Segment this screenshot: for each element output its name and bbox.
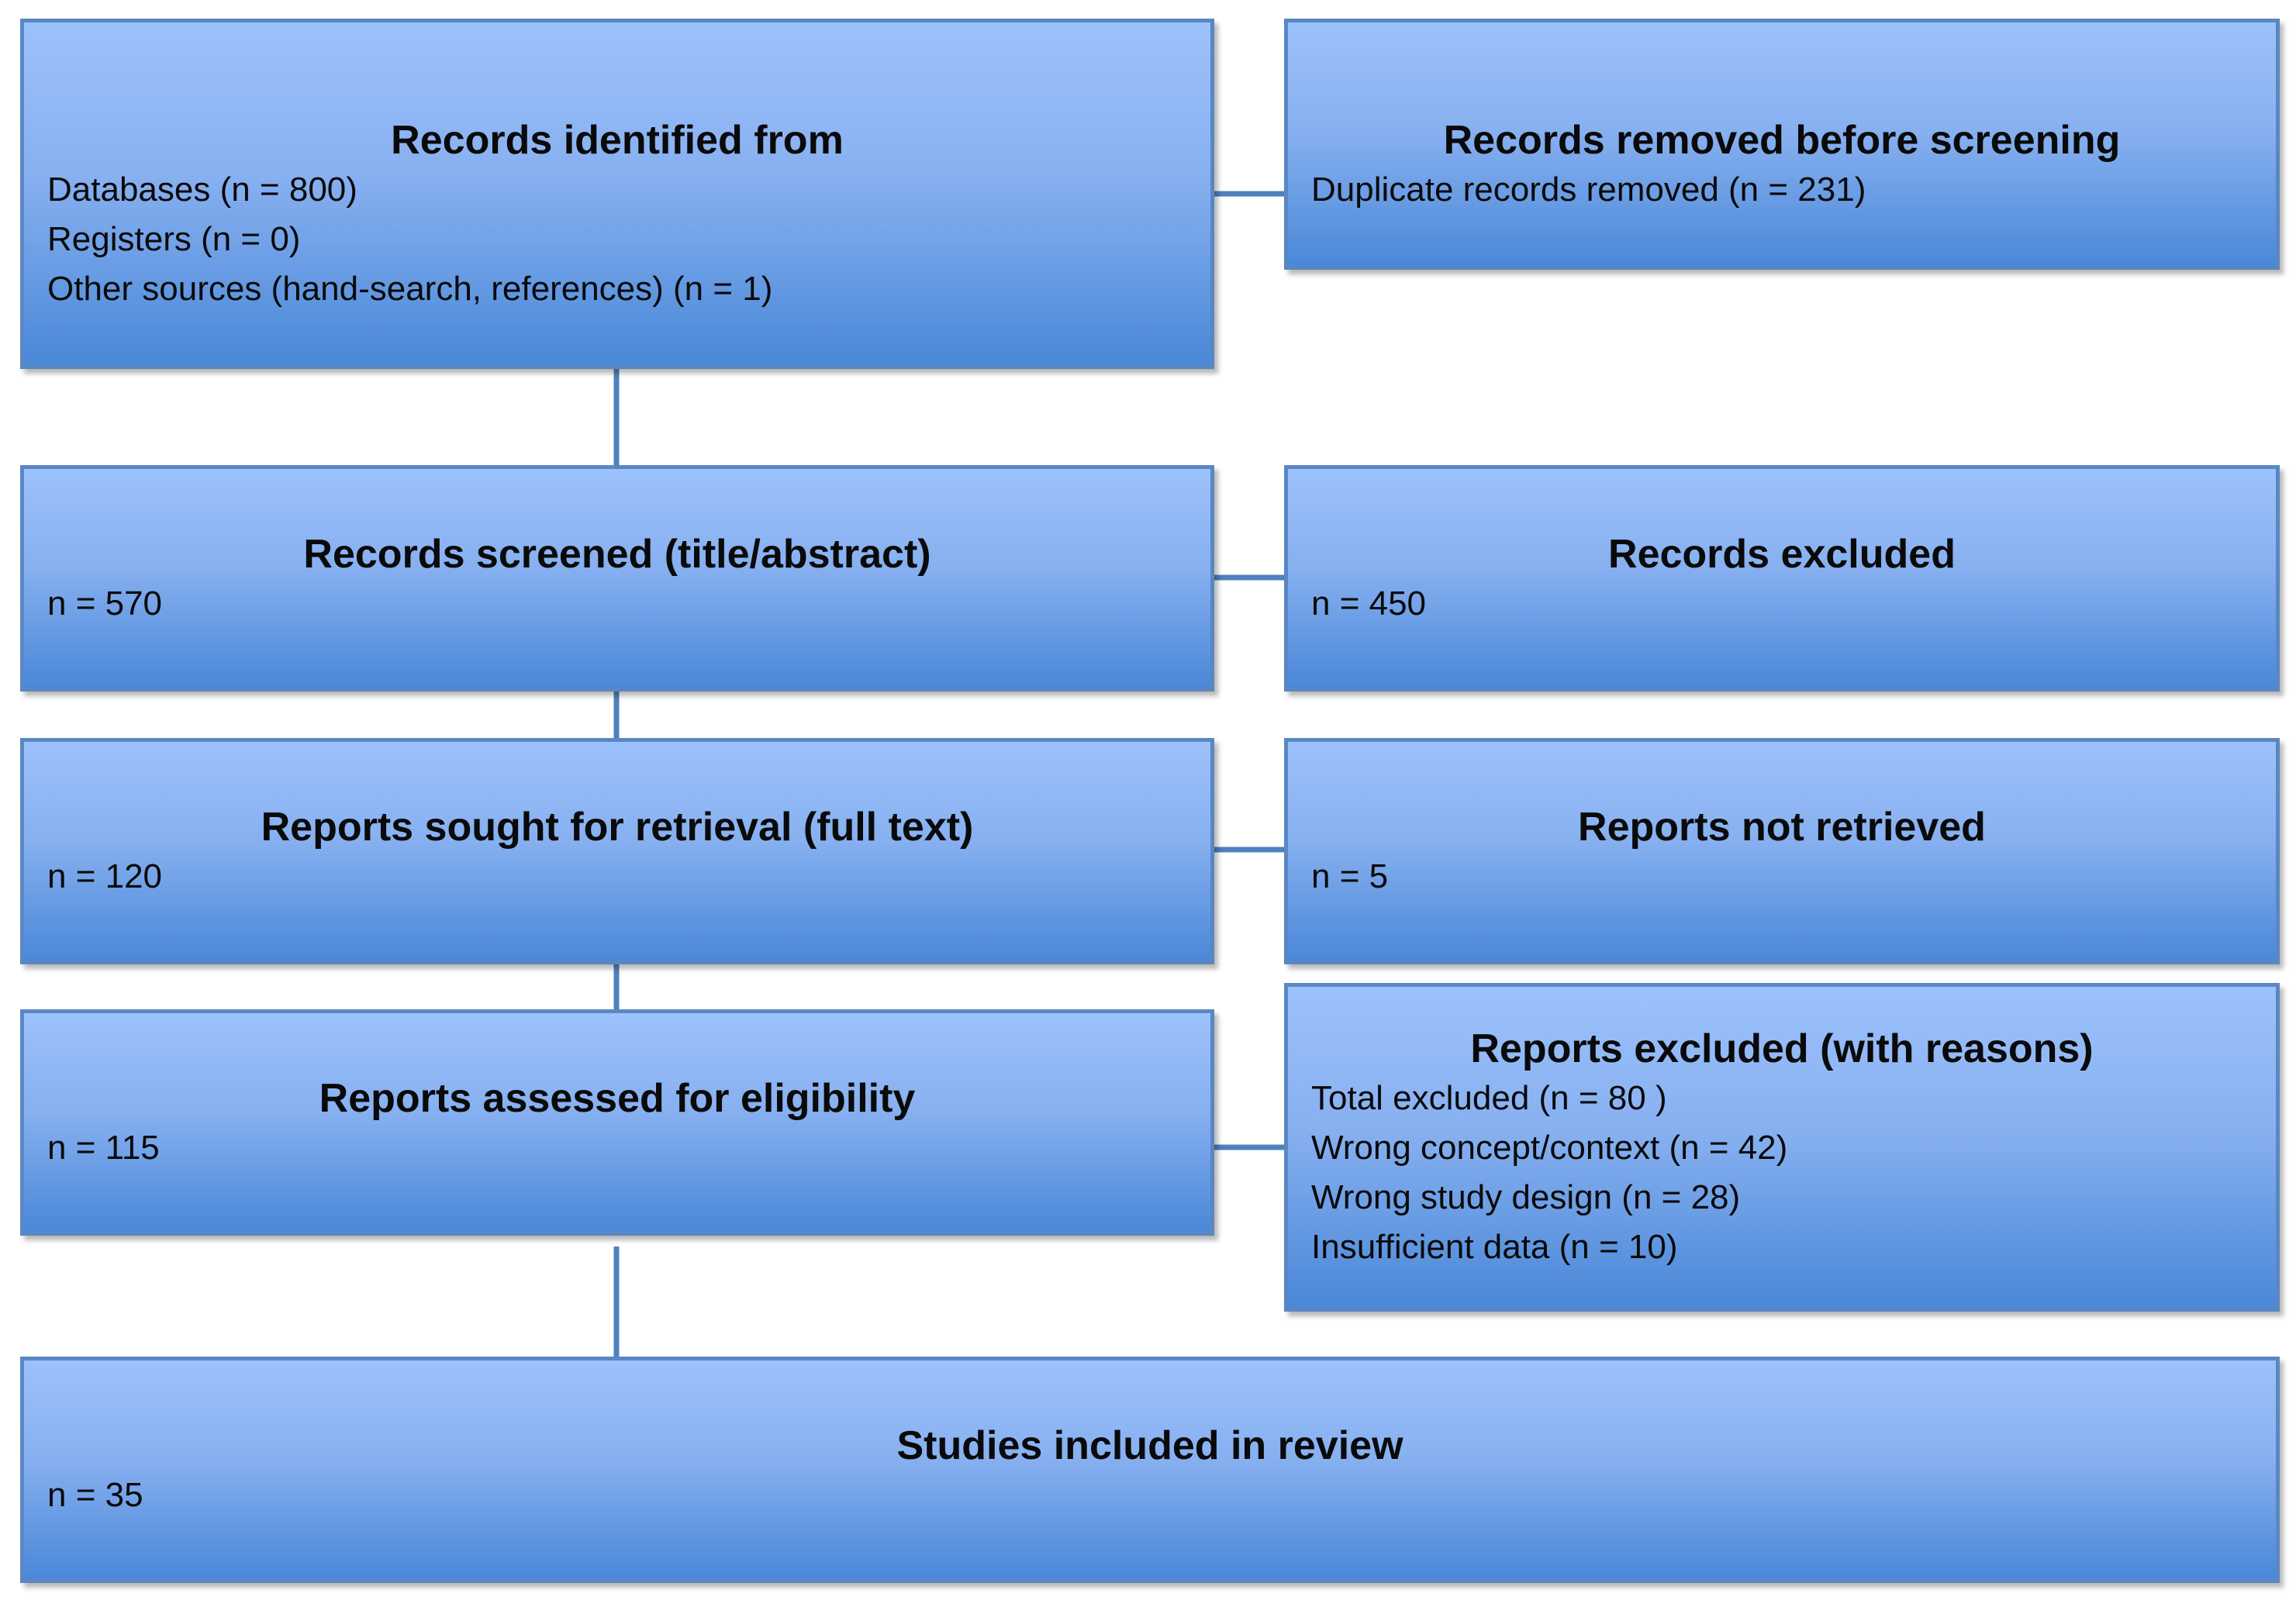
records-excluded-box: Records excluded n = 450 — [1284, 465, 2280, 691]
reports-sought-count: n = 120 — [47, 857, 163, 895]
records-excluded-title: Records excluded — [1608, 532, 1956, 577]
reports-excluded-title: Reports excluded (with reasons) — [1470, 1026, 2094, 1071]
reports-not-retrieved-count: n = 5 — [1311, 857, 1389, 895]
duplicates-removed-count: Duplicate records removed (n = 231) — [1311, 171, 1866, 209]
reports-sought-title: Reports sought for retrieval (full text) — [261, 805, 974, 850]
studies-included-box: Studies included in review n = 35 — [20, 1357, 2280, 1583]
reports-assessed-title: Reports assessed for eligibility — [319, 1076, 916, 1121]
records-removed-box: Records removed before screening Duplica… — [1284, 19, 2280, 270]
studies-included-count: n = 35 — [47, 1476, 143, 1514]
records-excluded-count: n = 450 — [1311, 585, 1427, 622]
databases-count: Databases (n = 800) — [47, 171, 357, 209]
reports-not-retrieved-box: Reports not retrieved n = 5 — [1284, 738, 2280, 964]
reports-excluded-box: Reports excluded (with reasons) Total ex… — [1284, 983, 2280, 1312]
records-screened-count: n = 570 — [47, 585, 163, 622]
records-removed-title: Records removed before screening — [1443, 118, 2121, 163]
reports-not-retrieved-title: Reports not retrieved — [1578, 805, 1986, 850]
reports-assessed-count: n = 115 — [47, 1129, 160, 1167]
reports-sought-box: Reports sought for retrieval (full text)… — [20, 738, 1214, 964]
records-identified-title: Records identified from — [391, 118, 844, 163]
wrong-design-count: Wrong study design (n = 28) — [1311, 1178, 1741, 1216]
records-screened-box: Records screened (title/abstract) n = 57… — [20, 465, 1214, 691]
insufficient-data-count: Insufficient data (n = 10) — [1311, 1228, 1678, 1266]
studies-included-title: Studies included in review — [896, 1423, 1403, 1468]
total-excluded-count: Total excluded (n = 80 ) — [1311, 1079, 1667, 1117]
records-screened-title: Records screened (title/abstract) — [303, 532, 931, 577]
reports-assessed-box: Reports assessed for eligibility n = 115 — [20, 1009, 1214, 1236]
records-identified-box: Records identified from Databases (n = 8… — [20, 19, 1214, 369]
other-sources-count: Other sources (hand-search, references) … — [47, 270, 773, 308]
wrong-concept-count: Wrong concept/context (n = 42) — [1311, 1129, 1788, 1167]
registers-count: Registers (n = 0) — [47, 220, 301, 258]
